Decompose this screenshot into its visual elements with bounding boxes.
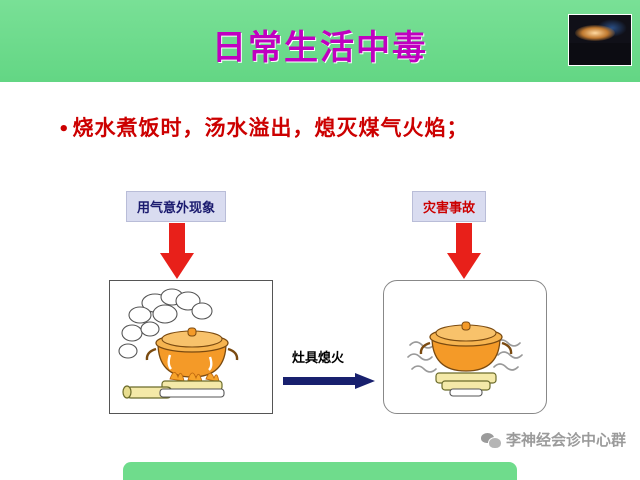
stove-flame-out-illustration <box>407 321 523 397</box>
page-title: 日常生活中毒 <box>212 28 428 68</box>
illustration-panel-left <box>109 280 273 414</box>
watermark: 李神经会诊中心群 <box>480 429 626 450</box>
label-gas-incident: 用气意外现象 <box>126 191 227 222</box>
thumbnail-foreground <box>569 43 631 65</box>
illustration-panel-right <box>383 280 547 414</box>
blue-right-arrow-icon <box>283 373 375 389</box>
watermark-text: 李神经会诊中心群 <box>505 431 626 449</box>
bullet-line: •烧水煮饭时，汤水溢出，熄灭煤气火焰； <box>58 112 598 142</box>
label-stove-extinguished: 灶具熄火 <box>292 351 345 366</box>
top-green-band <box>0 0 640 82</box>
red-down-arrow-left-icon <box>160 223 194 281</box>
thumbnail-flame-glow <box>575 25 615 41</box>
diagram-area: 用气意外现象 灾害事故 <box>0 175 640 430</box>
bottom-green-band <box>123 462 517 480</box>
label-disaster-accident: 灾害事故 <box>412 191 487 222</box>
stove-boiling-over-illustration <box>118 288 239 399</box>
video-thumbnail <box>568 14 632 66</box>
bullet-marker: • <box>58 118 71 140</box>
bullet-text: 烧水煮饭时，汤水溢出，熄灭煤气火焰； <box>72 116 469 140</box>
red-down-arrow-right-icon <box>447 223 481 281</box>
wechat-icon <box>480 432 502 449</box>
